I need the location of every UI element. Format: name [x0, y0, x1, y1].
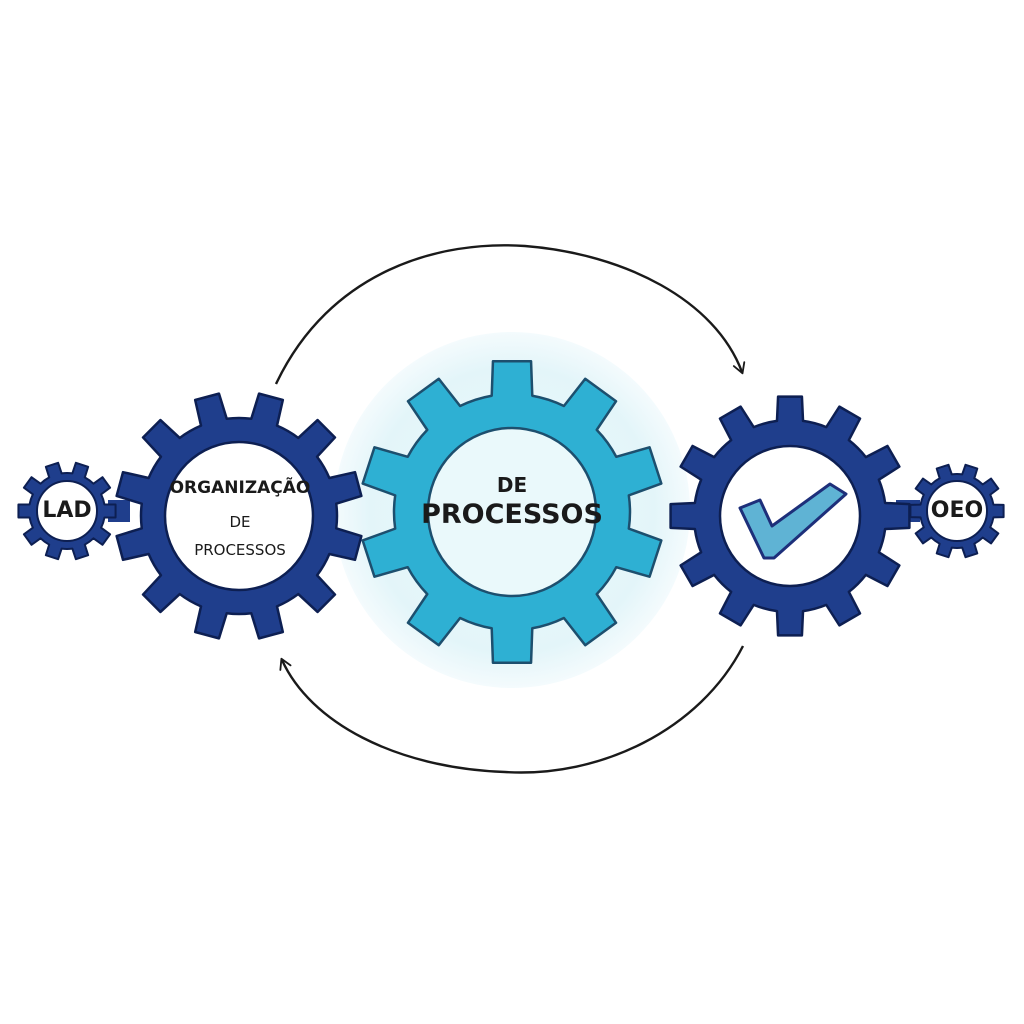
gear-left-label-line2: DE [229, 512, 251, 531]
small-gear-right-label: OEO [930, 497, 984, 523]
gear-left-label-line1: ORGANIZAÇÃO [169, 478, 311, 499]
cycle-arrow-top [274, 244, 746, 385]
checkmark-icon [738, 482, 848, 560]
gear-center-label-line1: DE [496, 473, 528, 498]
gear-center-label-line2: PROCESSOS [421, 499, 603, 531]
gear-left-label-line3: PROCESSOS [194, 541, 286, 560]
small-gear-left-label: LAD [42, 497, 92, 523]
face-small-right [926, 480, 988, 542]
face-center [426, 426, 598, 598]
face-left [163, 440, 315, 592]
cycle-arrow-bottom [279, 645, 745, 774]
gear-left-label: ORGANIZAÇÃO DE PROCESSOS [170, 479, 311, 559]
gear-center-label: DE PROCESSOS [421, 474, 603, 530]
face-small-left [36, 480, 98, 542]
